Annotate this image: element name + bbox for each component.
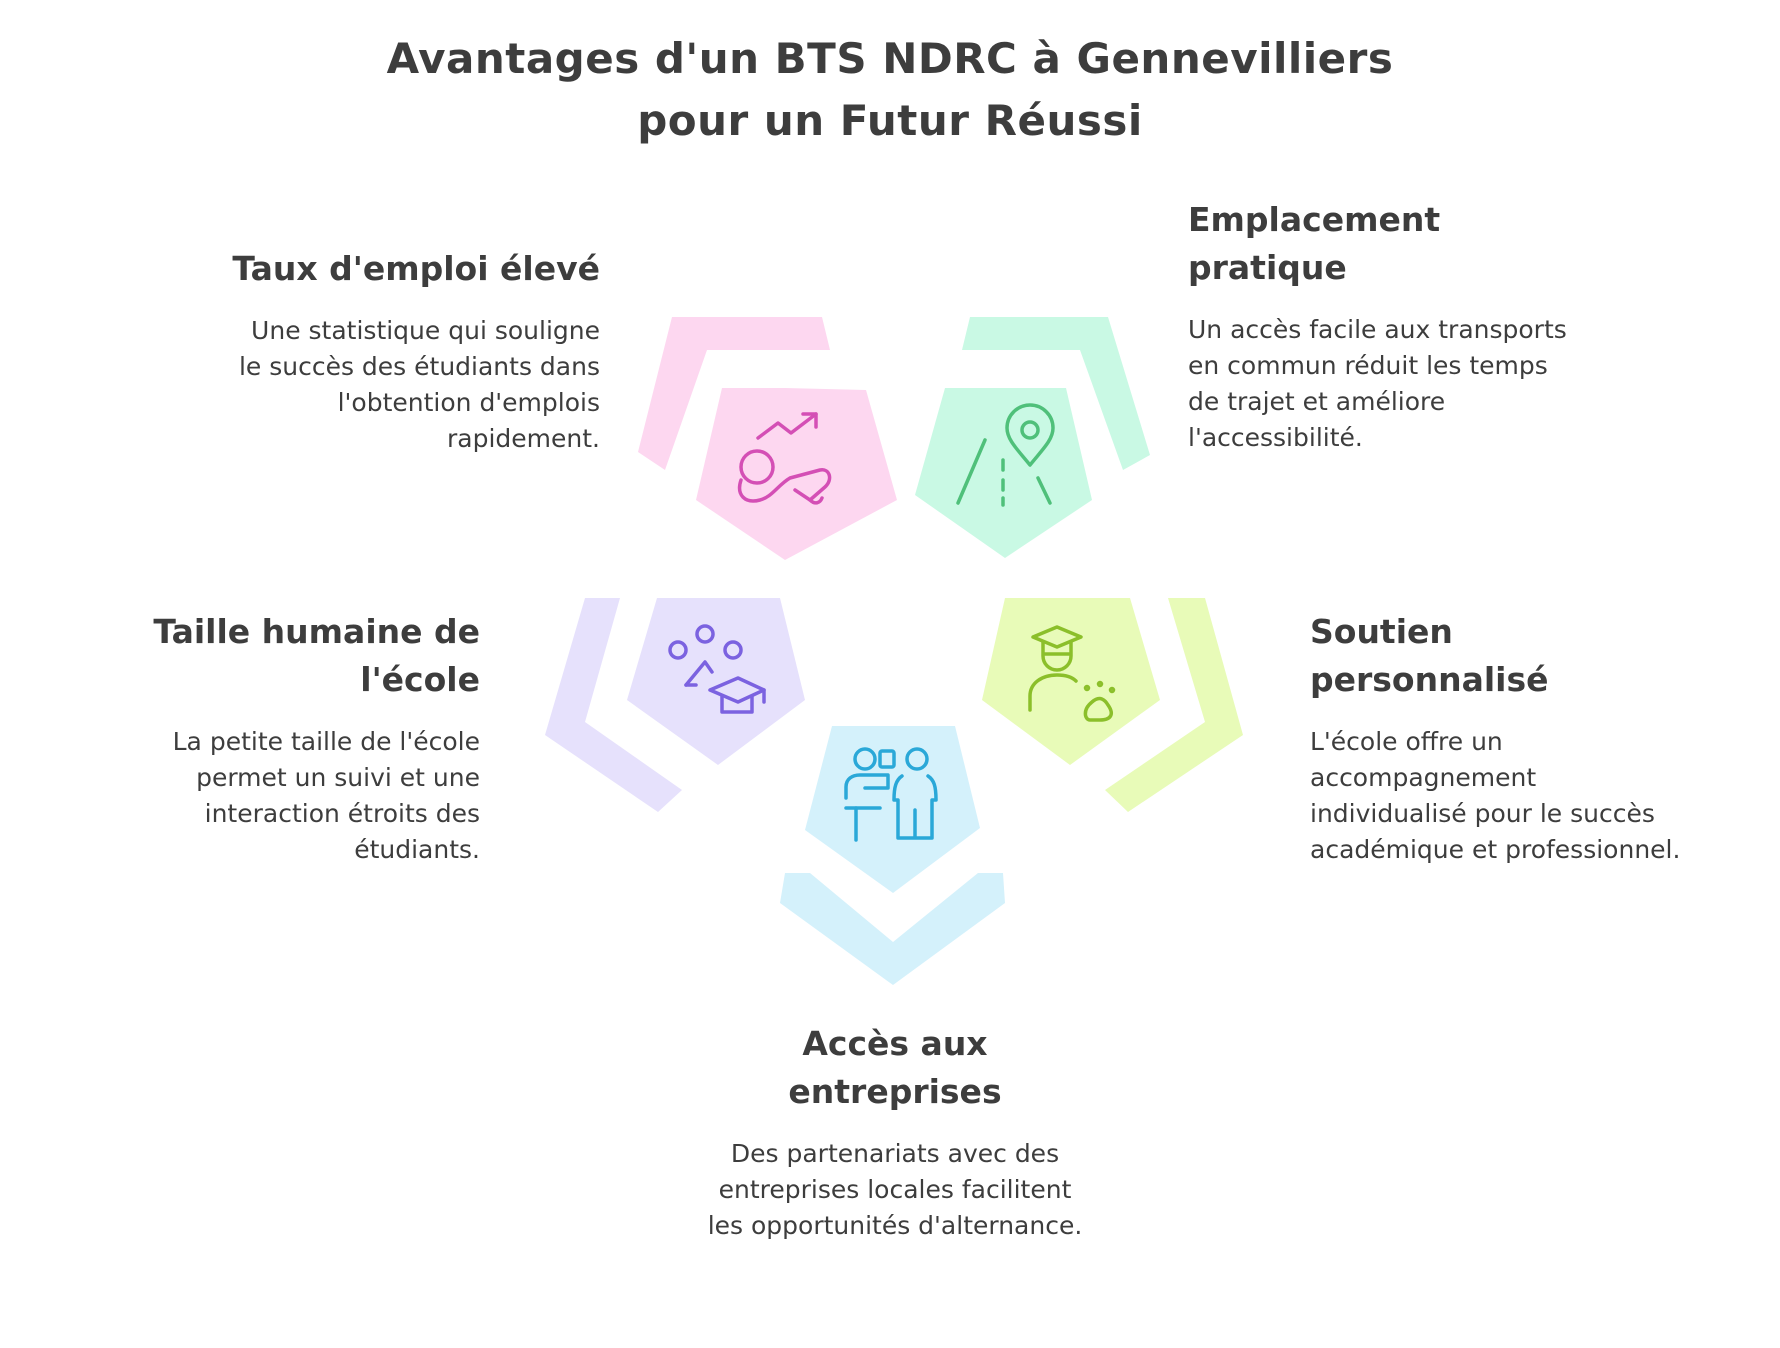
heading-soutien-line-2: personnalisé [1310, 660, 1549, 699]
desc-emploi-line-4: rapidement. [447, 424, 600, 453]
title-line-2: pour un Futur Réussi [637, 96, 1143, 145]
heading-taille-line-1: Taille humaine de [153, 612, 480, 651]
road-location-icon [956, 403, 1055, 507]
desc-soutien: L'école offre un accompagnement individu… [1310, 724, 1770, 868]
heading-emplacement-line-2: pratique [1188, 248, 1347, 287]
desc-emplacement-line-3: de trajet et améliore [1188, 387, 1446, 416]
heading-soutien-line-1: Soutien [1310, 612, 1453, 651]
desc-soutien-line-2: accompagnement [1310, 763, 1537, 792]
segment-emploi [638, 317, 897, 560]
desc-emplacement-line-4: l'accessibilité. [1188, 423, 1363, 452]
desc-taille-line-3: interaction étroits des [204, 799, 480, 828]
block-soutien: Soutien personnalisé L'école offre un ac… [1310, 608, 1770, 868]
block-emplacement: Emplacement pratique Un accès facile aux… [1188, 196, 1708, 456]
desc-emplacement-line-2: en commun réduit les temps [1188, 351, 1548, 380]
heading-emplacement: Emplacement pratique [1188, 196, 1708, 292]
block-taille: Taille humaine de l'école La petite tail… [30, 608, 480, 868]
desc-entreprises-line-2: entreprises locales facilitent [718, 1175, 1072, 1204]
desc-taille-line-4: étudiants. [354, 835, 480, 864]
desc-emploi-line-1: Une statistique qui souligne [251, 316, 600, 345]
pentagon-taille [627, 598, 805, 765]
desc-soutien-line-1: L'école offre un [1310, 727, 1503, 756]
outer-chevron-entreprises [780, 873, 1005, 985]
desc-entreprises-line-3: les opportunités d'alternance. [707, 1211, 1083, 1240]
block-entreprises: Accès aux entreprises Des partenariats a… [630, 1020, 1160, 1244]
segment-taille [545, 598, 805, 812]
desc-taille-line-1: La petite taille de l'école [172, 727, 480, 756]
teacher-presentation-icon [844, 747, 938, 842]
desc-entreprises: Des partenariats avec des entreprises lo… [630, 1136, 1160, 1244]
desc-taille-line-2: permet un suivi et une [196, 763, 480, 792]
heading-emplacement-line-1: Emplacement [1188, 200, 1441, 239]
segment-soutien [982, 598, 1243, 812]
outer-chevron-emploi [638, 317, 830, 470]
desc-soutien-line-4: académique et professionnel. [1310, 835, 1681, 864]
heading-entreprises-line-1: Accès aux [802, 1024, 988, 1063]
graduate-person-icon [1028, 625, 1116, 722]
desc-emploi-line-2: le succès des étudiants dans [238, 352, 600, 381]
heading-entreprises-line-2: entreprises [788, 1072, 1002, 1111]
desc-entreprises-line-1: Des partenariats avec des [730, 1139, 1060, 1168]
desc-emploi: Une statistique qui souligne le succès d… [100, 313, 600, 457]
title-line-1: Avantages d'un BTS NDRC à Gennevilliers [386, 34, 1394, 83]
graduation-group-icon [668, 624, 766, 714]
heading-taille: Taille humaine de l'école [30, 608, 480, 704]
heading-entreprises: Accès aux entreprises [630, 1020, 1160, 1116]
growth-chart-icon [738, 412, 832, 505]
block-emploi: Taux d'emploi élevé Une statistique qui … [100, 245, 600, 457]
desc-taille: La petite taille de l'école permet un su… [30, 724, 480, 868]
desc-emplacement: Un accès facile aux transports en commun… [1188, 312, 1708, 456]
desc-emploi-line-3: l'obtention d'emplois [337, 388, 600, 417]
heading-taille-line-2: l'école [360, 660, 480, 699]
outer-chevron-emplacement [962, 317, 1150, 470]
pentagon-emploi [696, 388, 897, 560]
outer-chevron-taille [545, 598, 682, 812]
desc-emplacement-line-1: Un accès facile aux transports [1188, 315, 1567, 344]
pentagon-entreprises [805, 726, 980, 893]
heading-soutien: Soutien personnalisé [1310, 608, 1770, 704]
segment-entreprises [780, 726, 1005, 985]
page-title: Avantages d'un BTS NDRC à Gennevilliers … [290, 28, 1490, 152]
segment-emplacement [915, 317, 1150, 558]
pentagon-emplacement [915, 388, 1092, 558]
heading-emploi: Taux d'emploi élevé [232, 249, 600, 288]
outer-chevron-soutien [1105, 598, 1243, 812]
pentagon-soutien [982, 598, 1160, 765]
desc-soutien-line-3: individualisé pour le succès [1310, 799, 1655, 828]
